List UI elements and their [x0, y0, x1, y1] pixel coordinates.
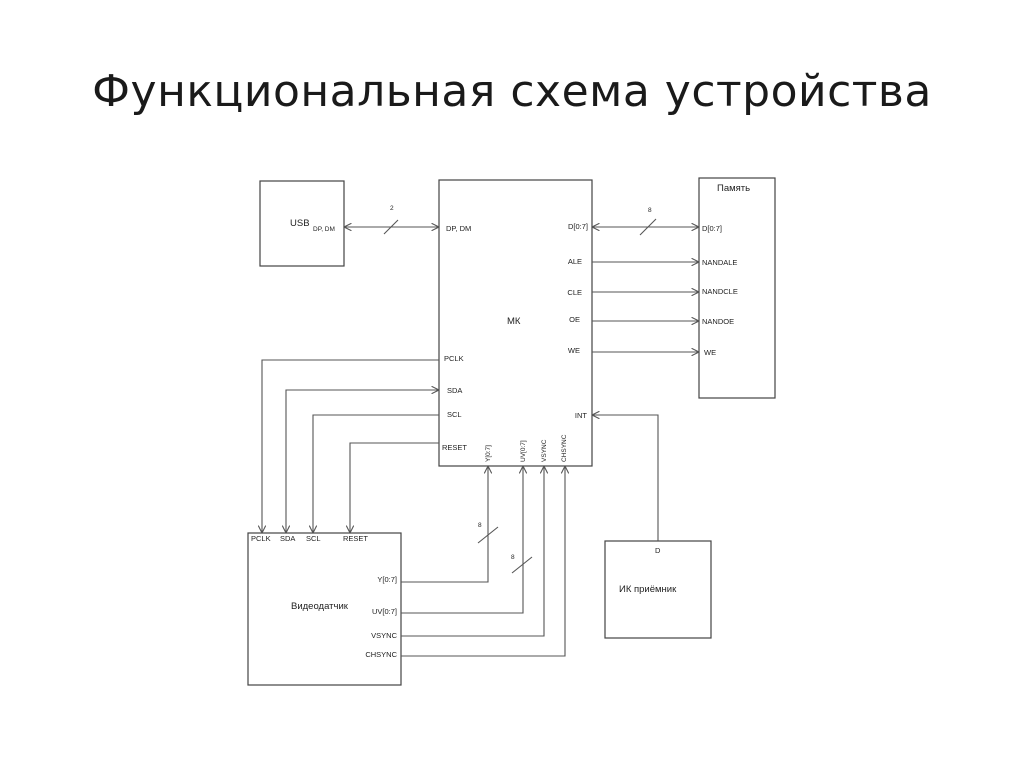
usb-bus-width: 2 [390, 205, 394, 212]
memory-label: Память [717, 183, 750, 194]
mk-pin-vsync: VSYNC [541, 439, 548, 462]
memory-block [698, 177, 776, 399]
sensor-pin-chsync: CHSYNC [365, 650, 397, 659]
memory-pin-nandoe: NANDOE [702, 317, 734, 326]
memory-pin-nandale: NANDALE [702, 258, 737, 267]
y-bus [401, 466, 488, 583]
page-title: Функциональная схема устройства [92, 66, 932, 117]
video-sensor-block [247, 532, 402, 686]
mk-pin-int: INT [575, 411, 588, 420]
mk-pin-we: WE [568, 346, 580, 355]
usb-bus-slash [383, 219, 399, 235]
ir-pin-d: D [655, 546, 661, 555]
mk-label: МК [507, 316, 521, 327]
uv-bus-width: 8 [511, 554, 515, 561]
ir-receiver-label: ИК приёмник [619, 584, 677, 595]
mk-pin-scl: SCL [447, 410, 462, 419]
pclk-line [262, 359, 439, 533]
mk-pin-cle: CLE [567, 288, 582, 297]
mk-pin-y: Y[0:7] [485, 445, 492, 462]
memory-pin-we: WE [704, 348, 716, 357]
y-bus-slash [477, 526, 499, 544]
sensor-pin-reset: RESET [343, 534, 368, 543]
sensor-pin-scl: SCL [306, 534, 321, 543]
memory-pin-nandcle: NANDCLE [702, 287, 738, 296]
reset-line [350, 442, 439, 533]
mk-pin-sda: SDA [447, 386, 462, 395]
usb-label: USB [290, 218, 310, 229]
int-line [592, 415, 659, 541]
mk-block [438, 179, 593, 467]
mk-pin-uv: UV[0:7] [520, 440, 527, 462]
uv-bus-slash [511, 556, 533, 574]
memory-pin-d: D[0:7] [702, 224, 722, 233]
sensor-pin-y: Y[0:7] [377, 575, 397, 584]
mk-pin-oe: OE [569, 315, 580, 324]
sensor-pin-pclk: PCLK [251, 534, 271, 543]
sda-line [286, 390, 439, 533]
usb-pin-label: DP, DM [313, 226, 335, 233]
sensor-pin-sda: SDA [280, 534, 295, 543]
mk-pin-chsync: CHSYNC [561, 434, 568, 462]
mk-pin-pclk: PCLK [444, 354, 464, 363]
mk-pin-dpdm: DP, DM [446, 224, 471, 233]
y-bus-width: 8 [478, 522, 482, 529]
sensor-pin-uv: UV[0:7] [372, 607, 397, 616]
memory-bus-width: 8 [648, 207, 652, 214]
mk-pin-ale: ALE [568, 257, 582, 266]
scl-line [313, 414, 439, 533]
mk-pin-d: D[0:7] [568, 222, 588, 231]
video-sensor-label: Видеодатчик [291, 601, 349, 612]
memory-bus-slash [639, 218, 657, 236]
usb-block [259, 180, 345, 267]
vsync-line [401, 466, 544, 637]
ir-receiver-block [604, 540, 712, 639]
uv-bus [401, 466, 523, 614]
mk-pin-reset: RESET [442, 443, 467, 452]
chsync-line [401, 466, 565, 657]
sensor-pin-vsync: VSYNC [371, 631, 397, 640]
